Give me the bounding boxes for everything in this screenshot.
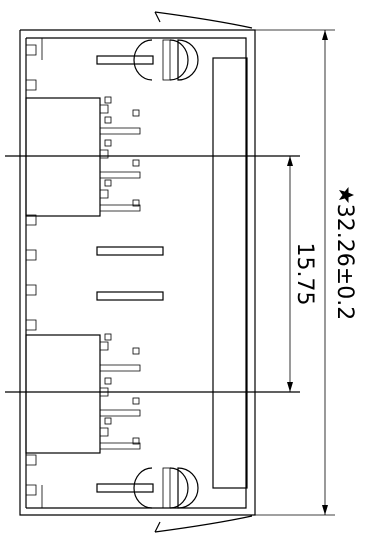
housing-outline: [19, 11, 256, 533]
pitch-dimension-label: 15.75: [292, 243, 317, 306]
overall-dimension-label: 32.26±0.2: [332, 204, 357, 320]
upper-port: [25, 96, 141, 217]
bottom-pin: [96, 467, 199, 509]
center-lines: [5, 155, 300, 393]
overall-dimension: [255, 29, 335, 516]
pitch-dimension: [287, 156, 293, 392]
side-panel: [212, 57, 248, 489]
top-pin: [96, 39, 199, 81]
lower-port: [25, 333, 141, 454]
star-icon: [339, 187, 354, 203]
left-notches: [26, 38, 43, 508]
center-slots: [96, 246, 164, 301]
